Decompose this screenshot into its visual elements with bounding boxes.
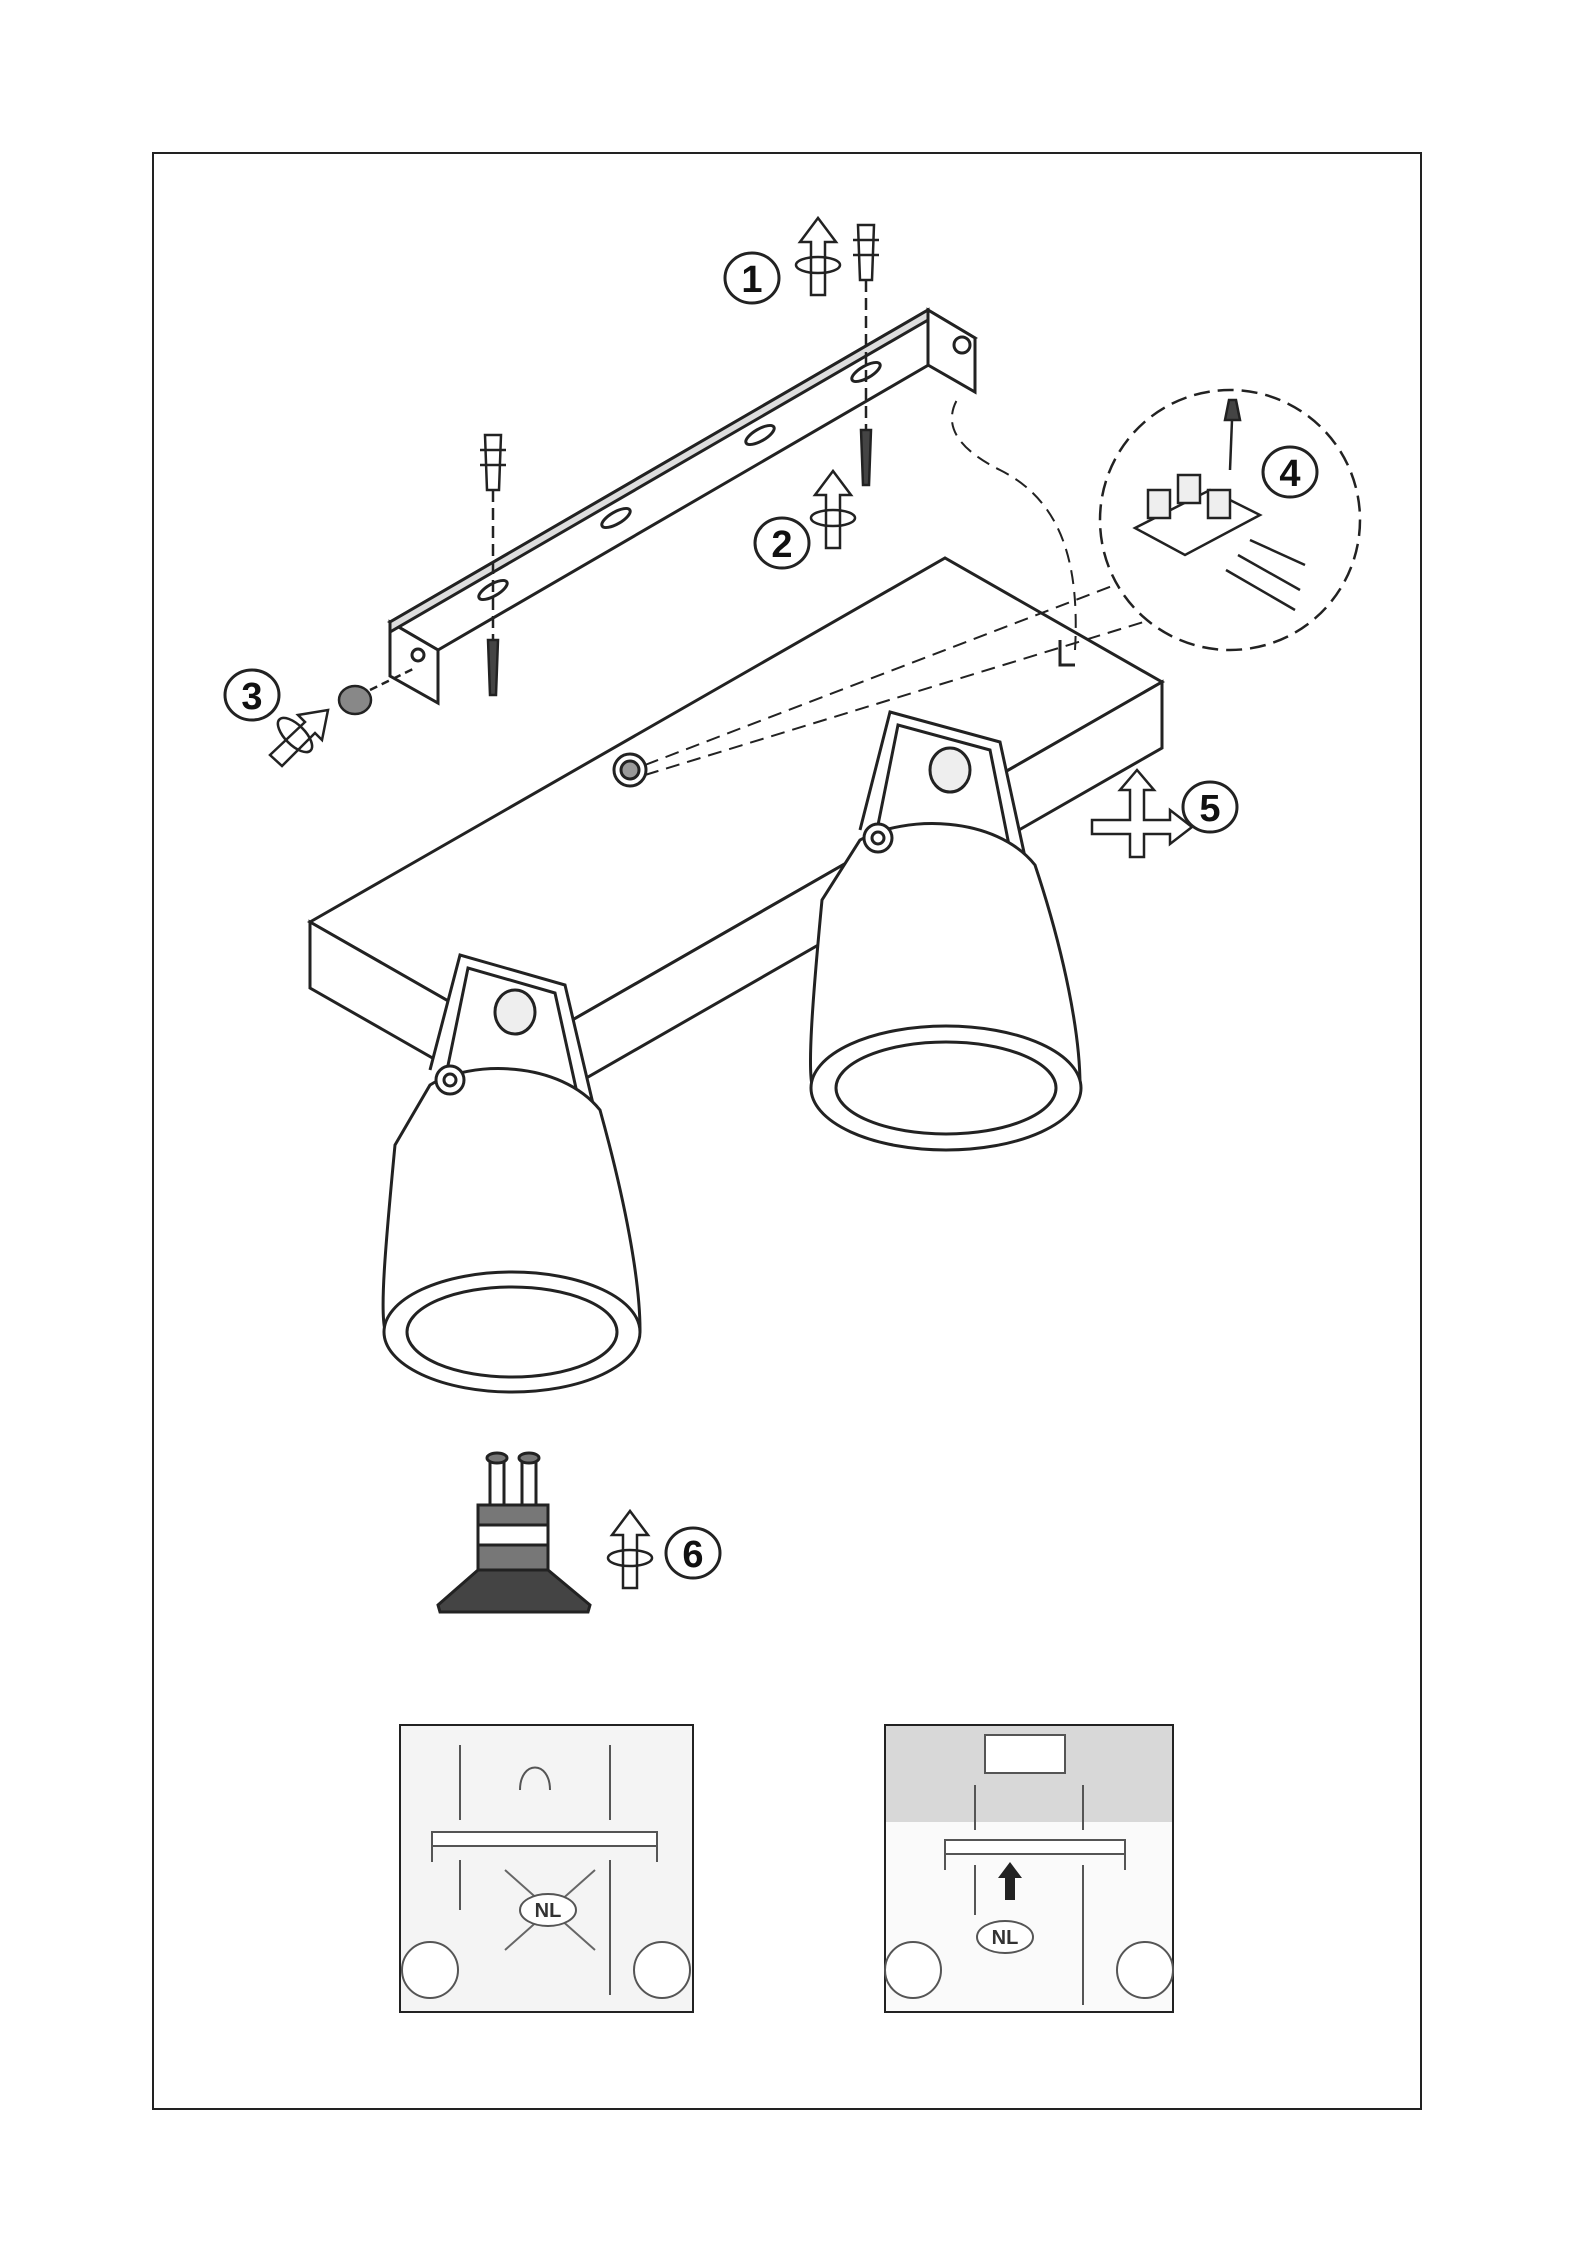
nl-badge-right: NL xyxy=(992,1927,1019,1949)
gu10-bulb xyxy=(438,1453,590,1612)
step-3-number: 3 xyxy=(241,676,262,718)
step-2-number: 2 xyxy=(771,524,792,566)
step-6-number: 6 xyxy=(682,1534,703,1576)
step-5-number: 5 xyxy=(1199,788,1220,830)
nl-badge-left: NL xyxy=(535,1900,562,1922)
terminal-block-detail xyxy=(1100,390,1360,650)
mounting-panel-left: NL xyxy=(400,1725,693,2012)
mounting-panel-right: NL xyxy=(885,1725,1173,2012)
step-1-number: 1 xyxy=(741,259,762,301)
step-4-number: 4 xyxy=(1279,453,1300,495)
